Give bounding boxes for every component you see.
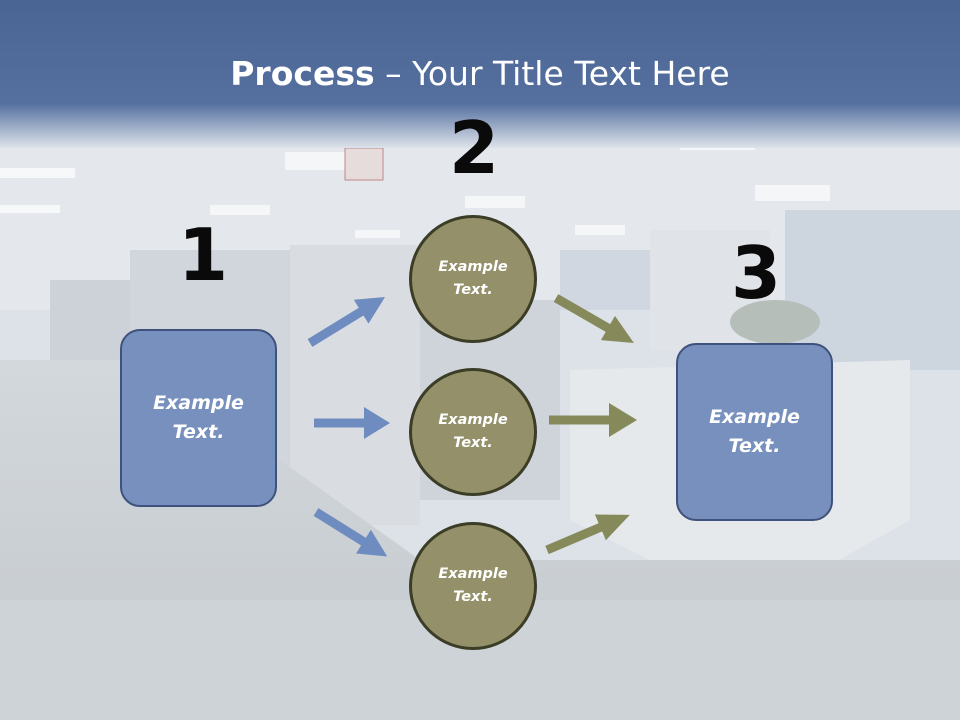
circle-top-line1: Example [438,259,508,275]
arrow-circle-bottom-to-box3 [545,514,630,555]
step-1-line1: Example [153,392,244,414]
title-rest: – Your Title Text Here [374,54,730,93]
step-number-2: 2 [449,106,500,190]
step-2-circle-bottom: Example Text. [409,522,537,650]
title-bold: Process [230,54,375,93]
arrow-box1-to-circle-bottom [313,508,388,557]
step-1-line2: Text. [172,421,225,443]
step-number-1: 1 [178,213,229,297]
slide-title: Process – Your Title Text Here [0,52,960,96]
circle-middle-line2: Text. [453,435,493,451]
arrow-circle-middle-to-box3 [549,403,637,437]
arrow-box1-to-circle-middle [314,407,390,439]
step-2-circle-middle: Example Text. [409,368,537,496]
step-3-line2: Text. [728,435,781,457]
step-3-line1: Example [709,406,800,428]
step-number-3: 3 [731,231,782,315]
circle-top-line2: Text. [453,282,493,298]
arrow-circle-top-to-box3 [553,294,634,343]
step-2-circle-top: Example Text. [409,215,537,343]
step-3-box: Example Text. [676,343,833,521]
circle-bottom-line1: Example [438,566,508,582]
circle-bottom-line2: Text. [453,589,493,605]
step-1-box: Example Text. [120,329,277,507]
arrow-box1-to-circle-top [307,297,386,347]
circle-middle-line1: Example [438,412,508,428]
